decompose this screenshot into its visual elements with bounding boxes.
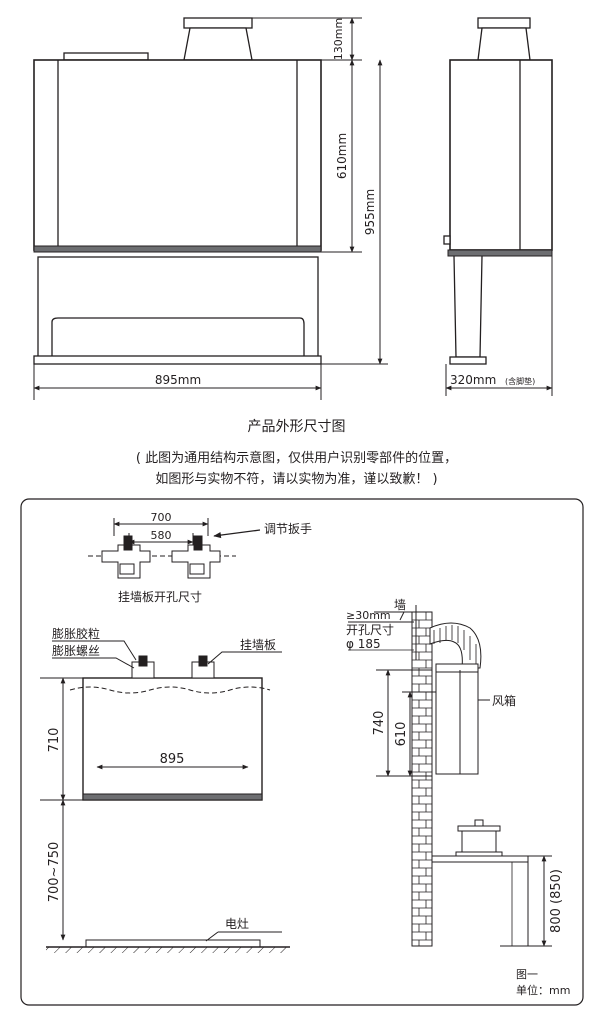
hole-size-label: 开孔尺寸	[346, 623, 394, 637]
side-dim-740: 740	[372, 711, 387, 736]
unit-label: 单位：mm	[516, 983, 570, 997]
wall-label: 墙	[394, 598, 406, 612]
install-height-dim: 700~750	[47, 842, 62, 903]
caption-note-line1: ( 此图为通用结构示意图，仅供用户识别零部件的位置，	[135, 451, 458, 466]
brick-wall-outline	[411, 611, 433, 947]
side-install-view	[348, 605, 552, 947]
side-view-hood	[443, 17, 553, 365]
caption-title: 产品外形尺寸图	[247, 419, 346, 435]
bracket-caption: 挂墙板开孔尺寸	[118, 590, 202, 604]
dim-depth-note: (含脚垫)	[505, 376, 535, 386]
front-width-dim: 895	[160, 752, 185, 767]
wrench-label: 调节扳手	[264, 522, 312, 536]
front-view-dimensions	[33, 17, 388, 400]
bracket-dim-580: 580	[151, 529, 172, 542]
side-dim-610: 610	[394, 722, 409, 747]
bracket-dim-700: 700	[151, 511, 172, 524]
expansion-screw-label: 膨胀螺丝	[52, 644, 100, 658]
side-view-dimensions	[445, 256, 553, 396]
dim-body-label: 610mm	[335, 133, 349, 179]
rubber-plug-label: 膨胀胶粒	[52, 626, 100, 641]
dim-width-label: 895mm	[155, 373, 201, 387]
caption-note-line2: 如图形与实物不符，请以实物为准，谨以致歉！ )	[155, 472, 438, 487]
wall-plate-label: 挂墙板	[240, 638, 276, 652]
front-height-dim: 710	[47, 728, 62, 753]
counter-height-dim: 800 (850)	[549, 869, 564, 933]
stove-label: 电灶	[225, 917, 249, 931]
figure-label: 图一	[516, 968, 538, 981]
hole-dim-label: φ 185	[346, 637, 381, 651]
dim-total-label: 955mm	[363, 189, 377, 235]
front-install-view	[40, 640, 290, 953]
install-panel-frame	[20, 498, 584, 1006]
fan-box-label: 风箱	[492, 693, 516, 708]
gap-label: ≥30mm	[346, 609, 391, 622]
brick-wall	[411, 611, 433, 947]
dim-depth-label: 320mm	[450, 373, 496, 387]
bracket-detail	[88, 518, 261, 579]
front-view-hood	[33, 17, 322, 365]
dim-top-label: 130mm	[332, 18, 345, 60]
